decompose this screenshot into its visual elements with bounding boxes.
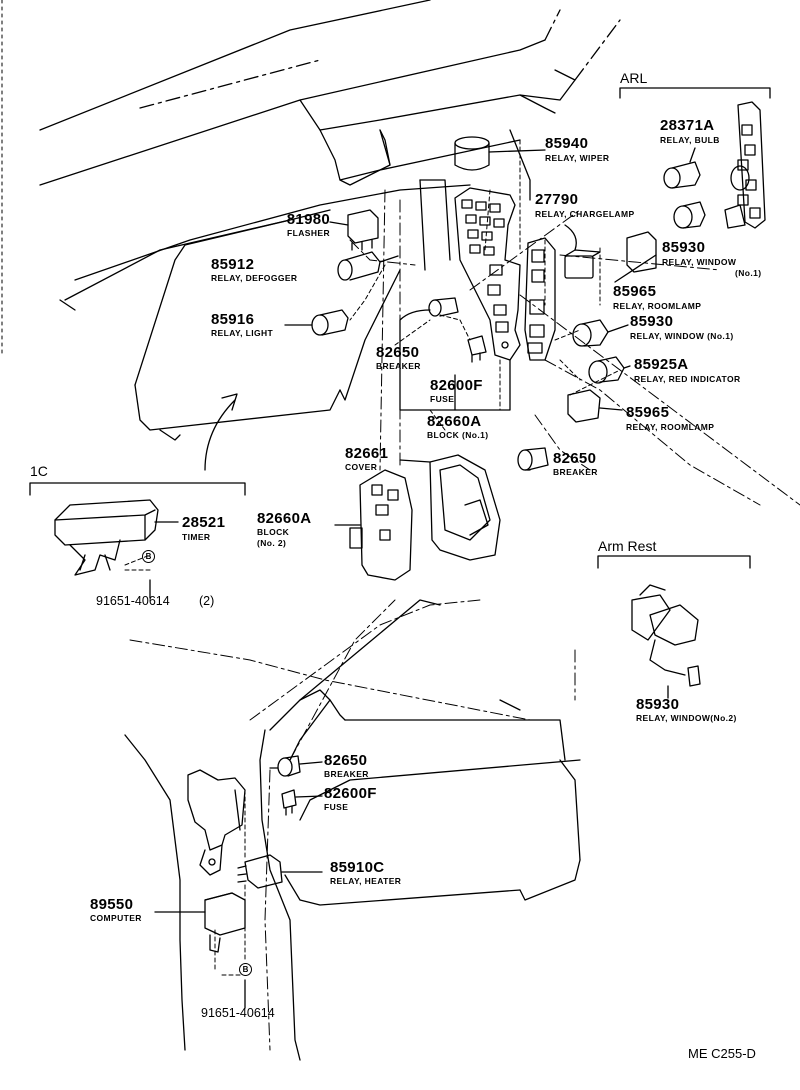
part-number-85965-arl: 85965 xyxy=(613,283,657,300)
part-name-relay-wiper: RELAY, WIPER xyxy=(545,153,610,163)
diagram-page-code: ME C255-D xyxy=(688,1046,756,1061)
cover-shape xyxy=(399,454,501,561)
part-name-relay-window-arl: RELAY, WINDOW xyxy=(662,257,737,267)
relay-light-shape xyxy=(284,309,349,336)
part-name-breaker-mid: BREAKER xyxy=(553,467,598,477)
part-name-breaker-bottom: BREAKER xyxy=(324,769,369,779)
breaker-mid-shape xyxy=(517,447,549,471)
part-name-flasher: FLASHER xyxy=(287,228,330,238)
part-qualifier-91651-top: (2) xyxy=(199,594,215,608)
fuse-bottom-shape xyxy=(281,789,323,816)
part-number-91651-top: 91651-40614 xyxy=(96,594,170,608)
arl-relay-module xyxy=(724,101,766,229)
part-name-relay-heater: RELAY, HEATER xyxy=(330,876,402,886)
relay-window-arl-shape xyxy=(673,201,706,229)
part-name-relay-roomlamp-mid: RELAY, ROOMLAMP xyxy=(626,422,715,432)
fastener-marker-b-top: B xyxy=(142,550,155,563)
part-number-27790: 27790 xyxy=(535,191,579,208)
part-name-relay-roomlamp-arl: RELAY, ROOMLAMP xyxy=(613,301,702,311)
arl-bracket xyxy=(619,87,771,99)
part-number-85912: 85912 xyxy=(211,256,255,273)
relay-red-indicator-shape xyxy=(588,356,631,384)
breaker-top-shape xyxy=(399,297,459,346)
part-name-block-no1: BLOCK (No.1) xyxy=(427,430,489,440)
part-number-91651-bottom: 91651-40614 xyxy=(201,1006,275,1020)
part-name-fuse-top: FUSE xyxy=(430,394,455,404)
part-number-28371a: 28371A xyxy=(660,117,715,134)
arm-rest-bracket xyxy=(597,555,751,569)
relay-roomlamp-mid-shape xyxy=(567,389,623,423)
part-name-breaker-top: BREAKER xyxy=(376,361,421,371)
part-name-relay-bulb: RELAY, BULB xyxy=(660,135,720,145)
section-label-arl: ARL xyxy=(620,70,648,86)
relay-window-no2-shape xyxy=(631,584,701,687)
part-number-85925a: 85925A xyxy=(634,356,689,373)
part-name-relay-chargelamp: RELAY, CHARGELAMP xyxy=(535,209,635,219)
part-number-85965-mid: 85965 xyxy=(626,404,670,421)
flasher-shape xyxy=(329,209,379,251)
part-name-relay-red-indicator: RELAY, RED INDICATOR xyxy=(634,374,741,384)
part-qualifier-block-no2: (No. 2) xyxy=(257,538,287,548)
part-name-block-no2: BLOCK xyxy=(257,527,290,537)
part-number-82660a-block1: 82660A xyxy=(427,413,482,430)
part-number-81980: 81980 xyxy=(286,211,330,228)
part-name-timer: TIMER xyxy=(182,532,211,542)
relay-bulb-shape xyxy=(663,147,701,189)
relay-module-cluster xyxy=(524,237,556,361)
part-number-82661: 82661 xyxy=(345,445,389,462)
part-number-85910c: 85910C xyxy=(330,859,385,876)
part-number-82650-bottom: 82650 xyxy=(324,752,368,769)
part-number-82650-top: 82650 xyxy=(376,344,420,361)
part-number-85930-arl: 85930 xyxy=(662,239,706,256)
part-number-85940: 85940 xyxy=(545,135,589,152)
relay-chargelamp-shape xyxy=(564,224,601,279)
part-number-82600f-bottom: 82600F xyxy=(324,785,377,802)
part-number-89550: 89550 xyxy=(90,896,134,913)
part-number-82660a-block2: 82660A xyxy=(257,510,312,527)
part-name-fuse-bottom: FUSE xyxy=(324,802,349,812)
relay-roomlamp-arl-shape xyxy=(614,231,657,283)
dashboard-outline xyxy=(39,0,621,441)
section-label-1c: 1C xyxy=(30,463,48,479)
fuse-block xyxy=(454,187,521,361)
computer-shape xyxy=(154,892,246,953)
relay-heater-shape xyxy=(237,854,323,889)
part-number-82650-mid: 82650 xyxy=(553,450,597,467)
bracket-shape xyxy=(187,769,246,876)
breaker-bottom-shape xyxy=(269,755,323,777)
curved-arrow xyxy=(204,393,238,471)
part-name-relay-window-mid: RELAY, WINDOW (No.1) xyxy=(630,331,734,341)
relay-window-mid-shape xyxy=(572,319,629,347)
part-name-relay-light: RELAY, LIGHT xyxy=(211,328,274,338)
part-name-computer: COMPUTER xyxy=(90,913,142,923)
part-name-relay-defogger: RELAY, DEFOGGER xyxy=(211,273,298,283)
timer-shape xyxy=(54,499,179,576)
relay-defogger-shape xyxy=(337,251,399,281)
section-label-arm-rest: Arm Rest xyxy=(598,538,657,554)
part-name-relay-window-no2: RELAY, WINDOW(No.2) xyxy=(636,713,737,723)
part-number-28521: 28521 xyxy=(182,514,226,531)
relay-wiper-shape xyxy=(454,136,546,171)
part-number-85930-arm-rest: 85930 xyxy=(636,696,680,713)
part-number-85916: 85916 xyxy=(211,311,255,328)
one-c-bracket xyxy=(29,482,246,496)
fastener-marker-b-bottom: B xyxy=(239,963,252,976)
fuse-top-shape xyxy=(467,335,487,363)
part-number-82600f-top: 82600F xyxy=(430,377,483,394)
part-qualifier-window-no1-arl: (No.1) xyxy=(735,268,762,278)
block-no2-shape xyxy=(334,469,413,581)
part-number-85930-mid: 85930 xyxy=(630,313,674,330)
lower-dash-outline xyxy=(124,599,581,1061)
part-name-cover: COVER xyxy=(345,462,378,472)
